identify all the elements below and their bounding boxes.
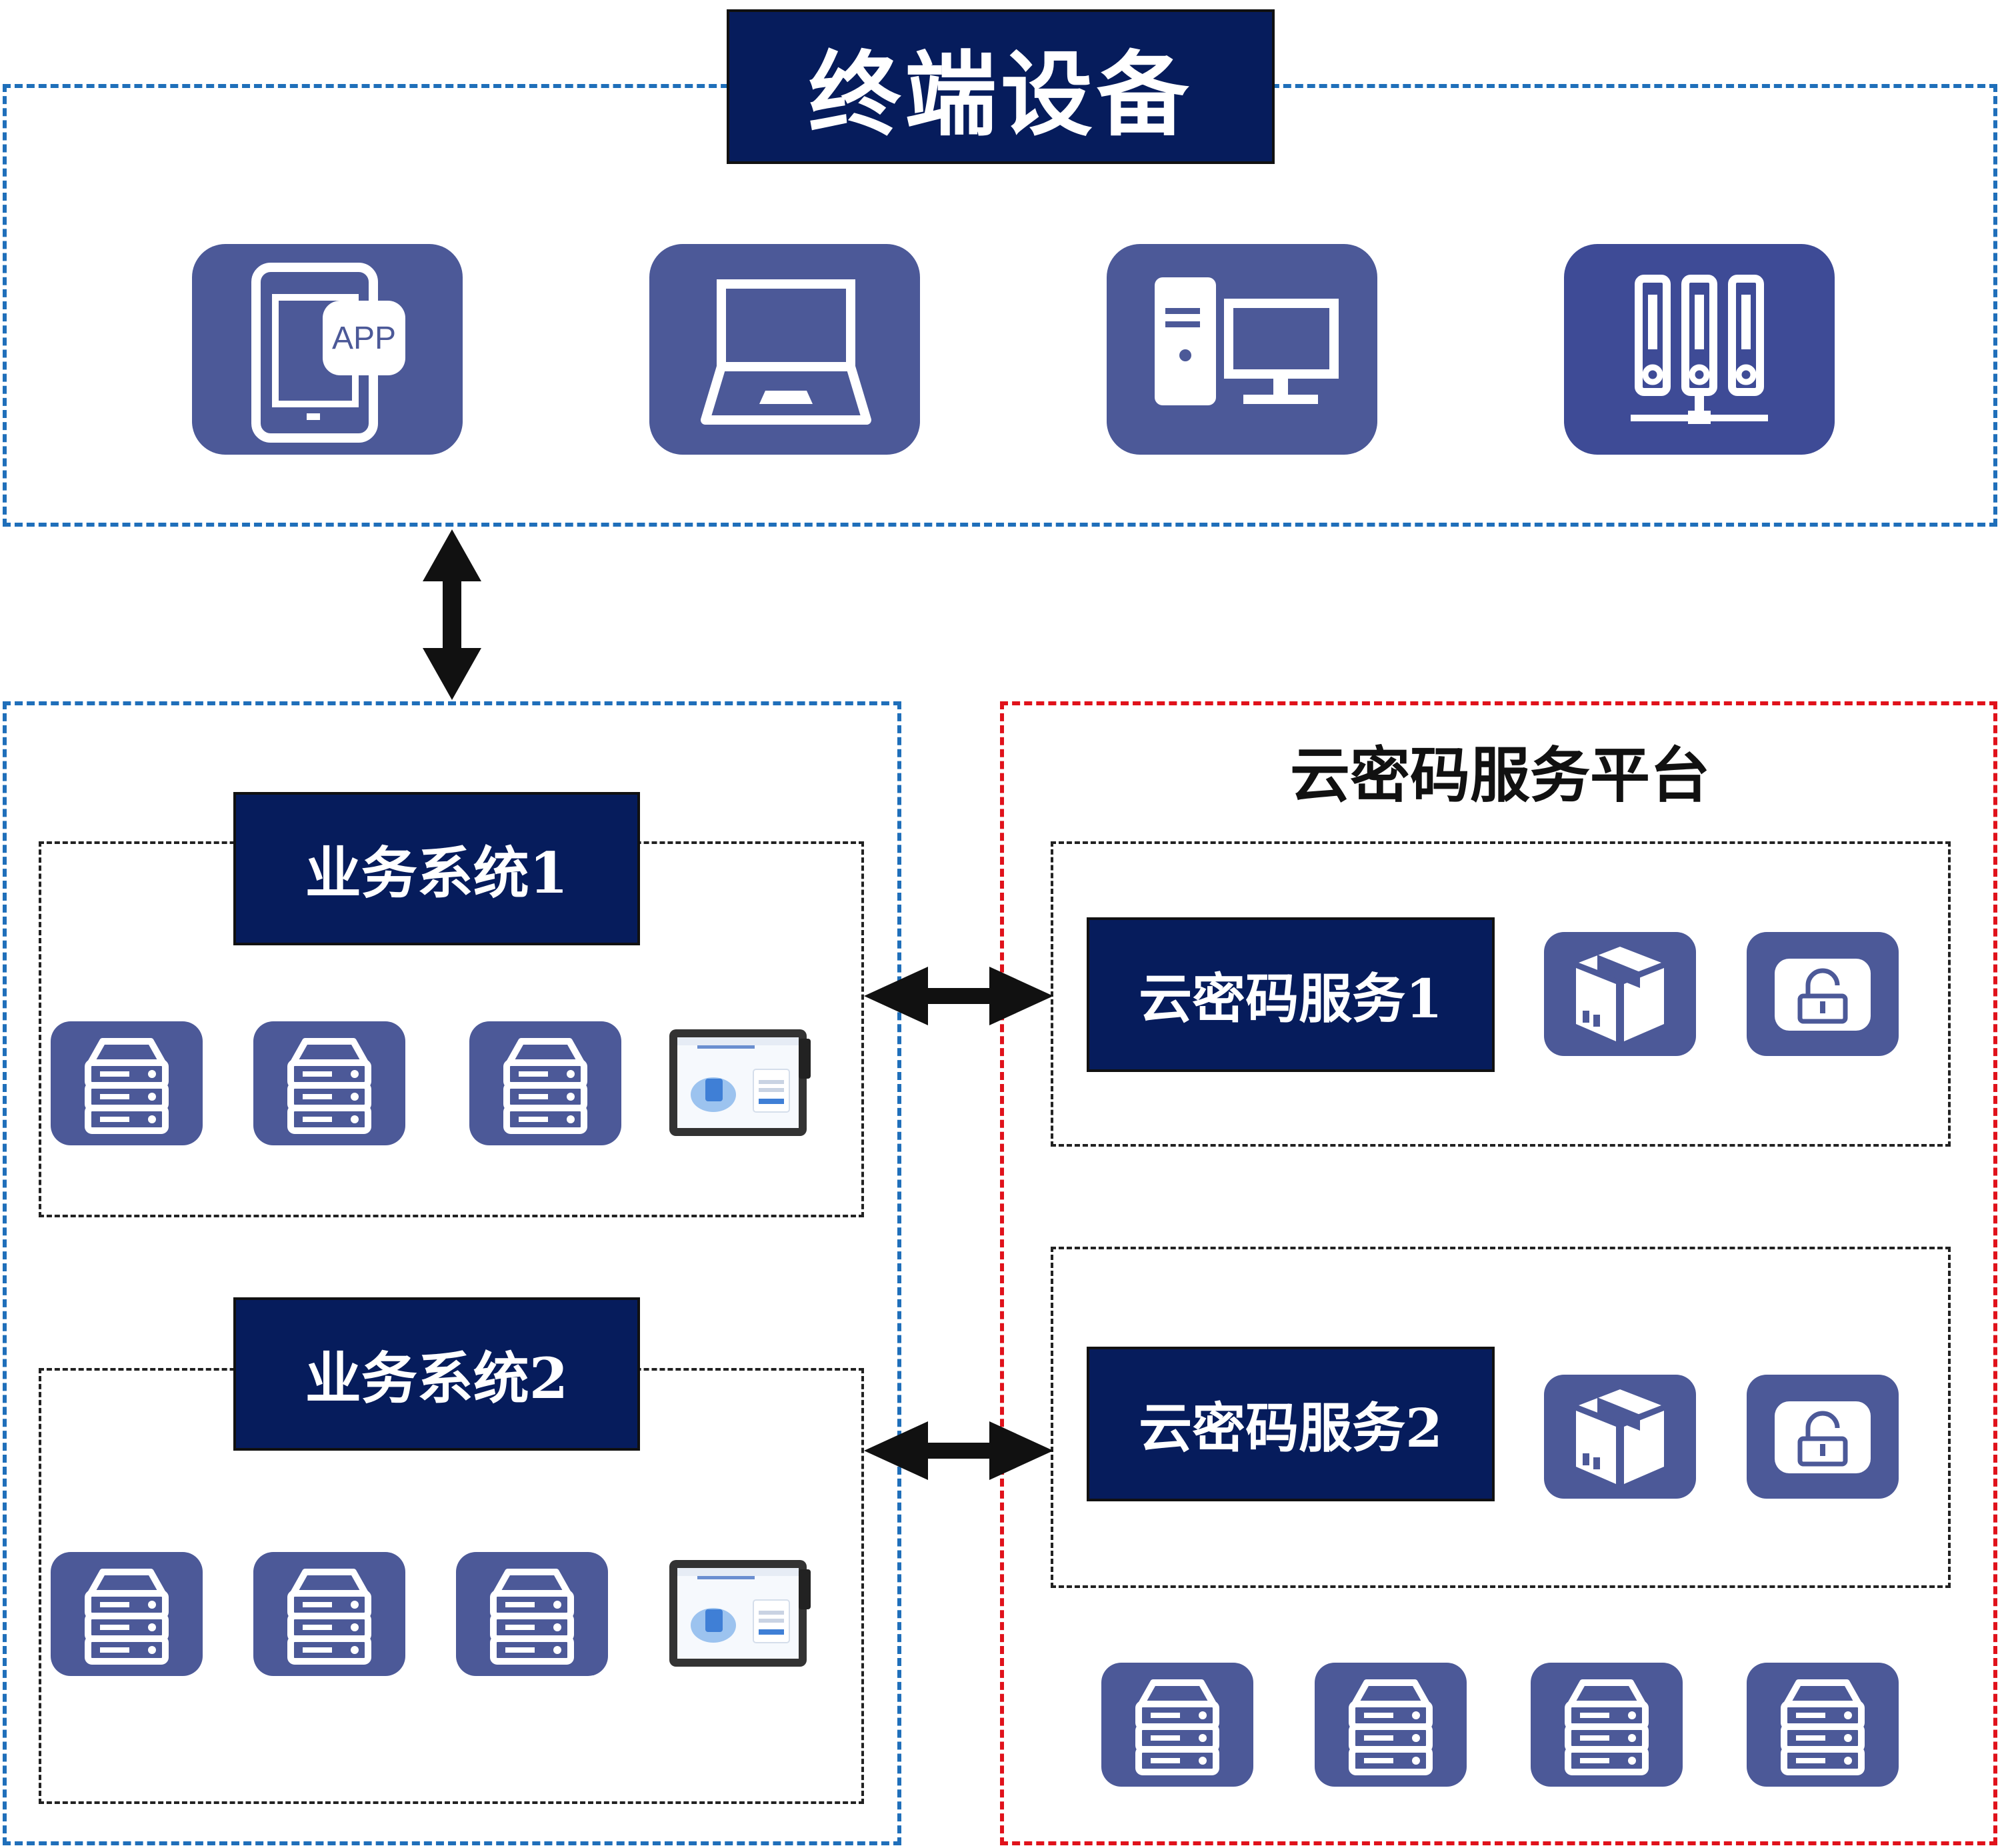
cloud-service-2-group	[1051, 1247, 1951, 1588]
laptop-icon	[649, 244, 920, 455]
app-badge-text: APP	[332, 321, 396, 356]
desktop-computer-icon	[1107, 244, 1377, 455]
server-icon	[1101, 1663, 1253, 1787]
lock-icon	[1747, 932, 1899, 1056]
lock-icon	[1747, 1375, 1899, 1499]
package-icon	[1544, 1375, 1696, 1499]
business1-to-cloud1-arrow	[864, 967, 1053, 1025]
server-icon	[253, 1552, 405, 1676]
cloud-platform-title-text: 云密码服务平台	[1290, 741, 1710, 811]
cloud-service-2-title-text: 云密码服务2	[1139, 1397, 1443, 1459]
server-icon	[1315, 1663, 1467, 1787]
server-icon	[51, 1021, 203, 1145]
business-system-1-title: 业务系统1	[233, 792, 640, 945]
business-system-2-title: 业务系统2	[233, 1297, 640, 1451]
cloud-service-1-group	[1051, 841, 1951, 1147]
server-rack-icon	[1564, 244, 1835, 455]
cloud-platform-title: 云密码服务平台	[1213, 736, 1787, 816]
server-icon	[51, 1552, 203, 1676]
terminal-devices-title-text: 终端设备	[808, 41, 1193, 149]
server-icon	[469, 1021, 621, 1145]
business-systems-region	[3, 701, 901, 1845]
server-icon	[253, 1021, 405, 1145]
business2-to-cloud2-arrow	[864, 1421, 1053, 1480]
server-icon	[1531, 1663, 1683, 1787]
package-icon	[1544, 932, 1696, 1056]
terminal-devices-title: 终端设备	[727, 9, 1275, 164]
server-icon	[1747, 1663, 1899, 1787]
cloud-service-1-title: 云密码服务1	[1087, 917, 1495, 1072]
terminal-to-business-arrow	[423, 529, 481, 700]
tablet-device-icon	[667, 1025, 816, 1141]
tablet-device-icon	[667, 1556, 816, 1672]
tablet-app-icon: APP	[192, 244, 463, 455]
cloud-service-1-title-text: 云密码服务1	[1139, 967, 1443, 1030]
cloud-service-2-title: 云密码服务2	[1087, 1347, 1495, 1501]
business-system-1-title-text: 业务系统1	[305, 839, 569, 906]
cloud-platform-region	[1000, 701, 1997, 1845]
server-icon	[456, 1552, 608, 1676]
business-system-2-title-text: 业务系统2	[305, 1345, 569, 1411]
